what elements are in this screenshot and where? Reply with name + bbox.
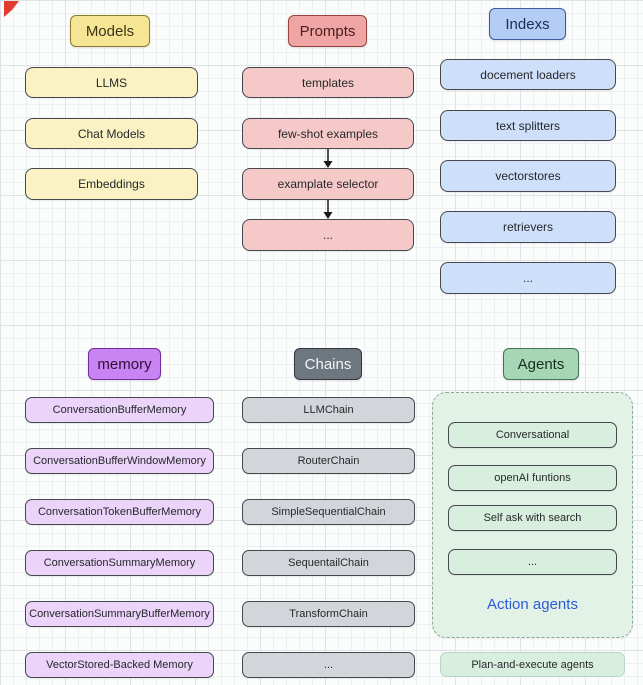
models-node: LLMS [25,67,198,98]
memory-node: ConversationSummaryBufferMemory [25,601,214,627]
agents-node: openAI funtions [448,465,617,491]
memory-node: ConversationBufferWindowMemory [25,448,214,474]
memory-node: ConversationTokenBufferMemory [25,499,214,525]
memory-node: ConversationSummaryMemory [25,550,214,576]
prompts-node: ... [242,219,414,251]
agents-header: Agents [503,348,579,380]
prompts-header: Prompts [288,15,367,47]
indexs-node: ... [440,262,616,294]
plan-and-execute-node: Plan-and-execute agents [440,652,625,677]
chains-header: Chains [294,348,362,380]
indexs-node: text splitters [440,110,616,141]
arrow-down-icon [323,200,333,219]
indexs-node: retrievers [440,211,616,243]
indexs-node: docement loaders [440,59,616,90]
prompts-node: examplate selector [242,168,414,200]
corner-mark [4,1,19,17]
chains-node: TransformChain [242,601,415,627]
agents-node: Conversational [448,422,617,448]
indexs-header: Indexs [489,8,566,40]
chains-node: LLMChain [242,397,415,423]
memory-node: VectorStored-Backed Memory [25,652,214,678]
chains-node: ... [242,652,415,678]
prompts-node: templates [242,67,414,98]
agents-node: Self ask with search [448,505,617,531]
action-agents-label: Action agents [487,596,578,613]
models-node: Embeddings [25,168,198,200]
prompts-node: few-shot examples [242,118,414,149]
agents-node: ... [448,549,617,575]
memory-header: memory [88,348,161,380]
models-node: Chat Models [25,118,198,149]
chains-node: RouterChain [242,448,415,474]
indexs-node: vectorstores [440,160,616,192]
memory-node: ConversationBufferMemory [25,397,214,423]
models-header: Models [70,15,150,47]
chains-node: SimpleSequentialChain [242,499,415,525]
arrow-down-icon [323,149,333,168]
chains-node: SequentailChain [242,550,415,576]
